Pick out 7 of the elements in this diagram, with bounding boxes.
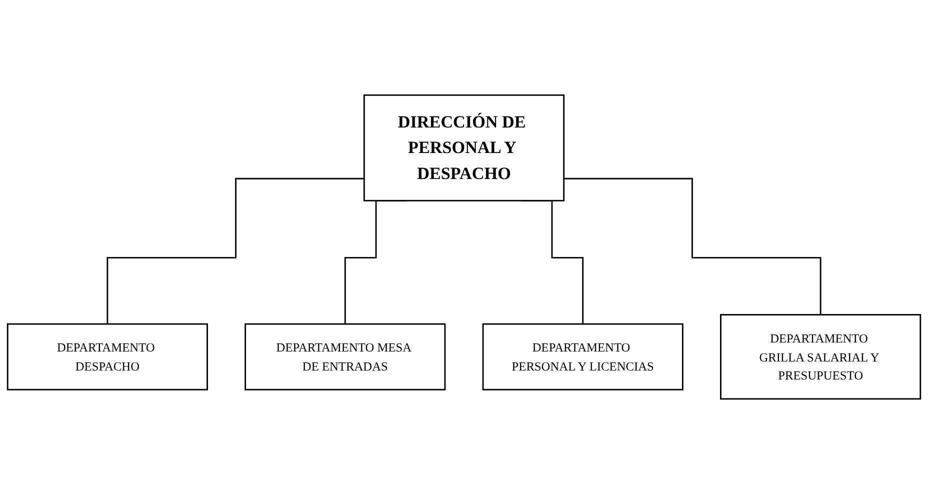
node-box: DEPARTAMENTO GRILLA SALARIAL Y PRESUPUESTO bbox=[720, 314, 922, 400]
connector bbox=[106, 178, 364, 325]
node-box: DEPARTAMENTO PERSONAL Y LICENCIAS bbox=[482, 323, 684, 390]
connector bbox=[564, 178, 822, 316]
node-box: DEPARTAMENTO MESA DE ENTRADAS bbox=[244, 323, 446, 390]
node-box: DIRECCIÓN DE PERSONAL Y DESPACHO bbox=[363, 94, 565, 202]
node-box: DEPARTAMENTO DESPACHO bbox=[6, 323, 208, 390]
